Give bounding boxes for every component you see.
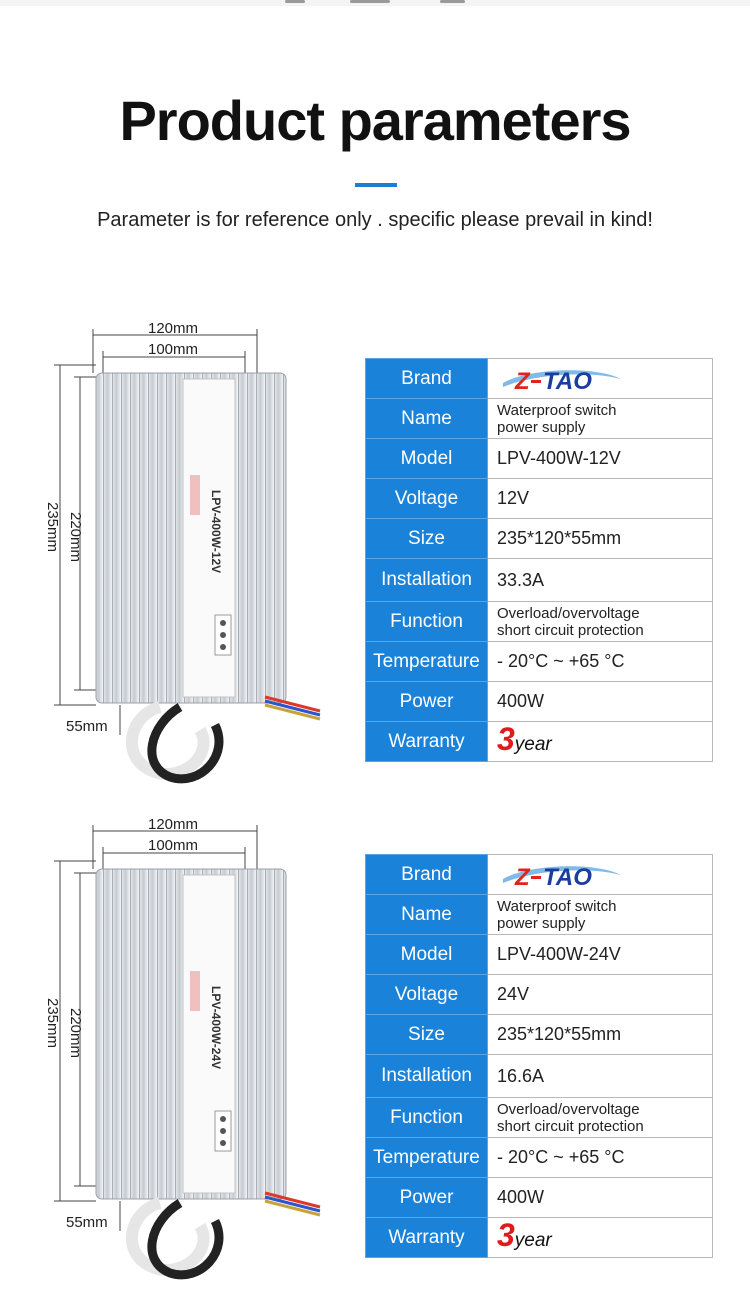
spec-label: Model — [365, 438, 488, 479]
spec-label: Function — [365, 601, 488, 642]
spec-row-installation: Installation 16.6A — [365, 1054, 713, 1098]
spec-label: Voltage — [365, 478, 488, 519]
spec-value: 12V — [487, 478, 713, 519]
spec-value: Waterproof switch power supply — [487, 398, 713, 439]
dim-inner-length: 220mm — [67, 512, 84, 562]
spec-row-temperature: Temperature - 20°C ~ +65 °C — [365, 1137, 713, 1178]
ztao-logo-icon: Z TAO — [503, 864, 621, 891]
spec-value: 235*120*55mm — [487, 518, 713, 559]
svg-text:Z: Z — [514, 368, 531, 395]
spec-label: Power — [365, 1177, 488, 1218]
product-image-12v: LPV-400W-12V 120mm 100mm 235mm 220mm 55m… — [40, 315, 330, 795]
spec-label: Brand — [365, 854, 488, 895]
dim-inner-length: 220mm — [67, 1008, 84, 1058]
spec-value: 16.6A — [487, 1054, 713, 1098]
spec-value: 235*120*55mm — [487, 1014, 713, 1055]
spec-value: LPV-400W-24V — [487, 934, 713, 975]
spec-row-voltage: Voltage 12V — [365, 478, 713, 519]
dim-outer-length: 235mm — [44, 502, 61, 552]
dim-outer-width: 120mm — [148, 816, 198, 833]
spec-value: 400W — [487, 1177, 713, 1218]
spec-label: Power — [365, 681, 488, 722]
spec-row-function: Function Overload/overvoltage short circ… — [365, 601, 713, 642]
spec-label: Model — [365, 934, 488, 975]
spec-row-warranty: Warranty 3year — [365, 720, 713, 762]
spec-label: Size — [365, 1014, 488, 1055]
svg-text:TAO: TAO — [543, 864, 592, 891]
spec-row-installation: Installation 33.3A — [365, 558, 713, 602]
spec-table-24v: Brand Z TAO Name Waterproof switch power… — [365, 854, 713, 1258]
svg-text:Z: Z — [514, 864, 531, 891]
dim-inner-width: 100mm — [148, 837, 198, 854]
title-accent-bar — [355, 183, 397, 187]
spec-row-name: Name Waterproof switch power supply — [365, 398, 713, 439]
spec-row-size: Size 235*120*55mm — [365, 1014, 713, 1055]
spec-label: Warranty — [365, 721, 488, 762]
spec-value: LPV-400W-12V — [487, 438, 713, 479]
spec-row-model: Model LPV-400W-24V — [365, 934, 713, 975]
spec-label: Temperature — [365, 1137, 488, 1178]
spec-label: Brand — [365, 358, 488, 399]
ztao-logo-icon: Z TAO — [503, 368, 621, 395]
spec-value: Overload/overvoltage short circuit prote… — [487, 601, 713, 642]
spec-label: Voltage — [365, 974, 488, 1015]
spec-row-brand: Brand Z TAO — [365, 854, 713, 895]
dim-height: 55mm — [66, 718, 108, 735]
spec-row-model: Model LPV-400W-12V — [365, 438, 713, 479]
spec-row-warranty: Warranty 3year — [365, 1216, 713, 1258]
housing-model-label: LPV-400W-24V — [209, 986, 223, 1069]
product-image-24v: LPV-400W-24V 120mm 100mm 235mm 220mm 55m… — [40, 811, 330, 1291]
spec-label: Installation — [365, 558, 488, 602]
spec-label: Function — [365, 1097, 488, 1138]
spec-row-function: Function Overload/overvoltage short circ… — [365, 1097, 713, 1138]
spec-value: - 20°C ~ +65 °C — [487, 1137, 713, 1178]
spec-label: Name — [365, 398, 488, 439]
spec-value: 400W — [487, 681, 713, 722]
spec-label: Name — [365, 894, 488, 935]
spec-value: - 20°C ~ +65 °C — [487, 641, 713, 682]
spec-row-voltage: Voltage 24V — [365, 974, 713, 1015]
page-title: Product parameters — [119, 89, 631, 152]
page-subtitle: Parameter is for reference only . specif… — [97, 209, 653, 231]
spec-row-power: Power 400W — [365, 1177, 713, 1218]
warranty-unit: year — [514, 1229, 552, 1251]
dim-inner-width: 100mm — [148, 341, 198, 358]
dim-outer-width: 120mm — [148, 320, 198, 337]
spec-value: Waterproof switch power supply — [487, 894, 713, 935]
svg-text:TAO: TAO — [543, 368, 592, 395]
spec-label: Temperature — [365, 641, 488, 682]
spec-row-size: Size 235*120*55mm — [365, 518, 713, 559]
warranty-number: 3 — [497, 720, 515, 757]
spec-table-12v: Brand Z TAO Name Waterproof switch power… — [365, 358, 713, 762]
spec-label: Warranty — [365, 1217, 488, 1258]
dim-height: 55mm — [66, 1214, 108, 1231]
housing-model-label: LPV-400W-12V — [209, 490, 223, 573]
spec-row-name: Name Waterproof switch power supply — [365, 894, 713, 935]
spec-label: Size — [365, 518, 488, 559]
dim-outer-length: 235mm — [44, 998, 61, 1048]
spec-row-temperature: Temperature - 20°C ~ +65 °C — [365, 641, 713, 682]
spec-value: Overload/overvoltage short circuit prote… — [487, 1097, 713, 1138]
spec-row-power: Power 400W — [365, 681, 713, 722]
spec-value: 24V — [487, 974, 713, 1015]
spec-value: 33.3A — [487, 558, 713, 602]
spec-row-brand: Brand Z TAO — [365, 358, 713, 399]
top-photo-strip — [0, 0, 750, 6]
warranty-number: 3 — [497, 1216, 515, 1253]
warranty-unit: year — [514, 733, 552, 755]
spec-label: Installation — [365, 1054, 488, 1098]
